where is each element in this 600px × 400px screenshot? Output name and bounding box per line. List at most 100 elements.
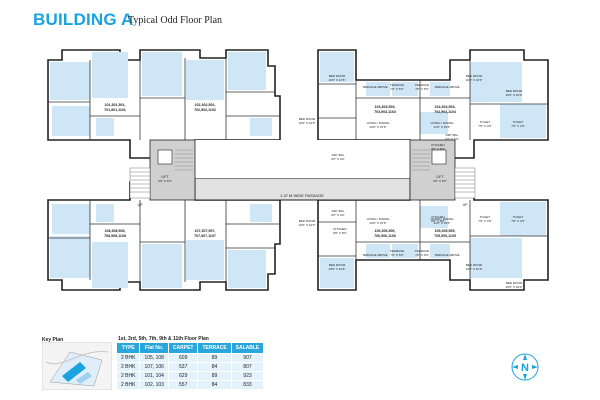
room-dim: 6'2" X 4'0"	[331, 157, 345, 161]
room-label-dry-bal: DRY BAL	[332, 153, 345, 157]
room-label-bed-room: BED ROOM	[506, 281, 523, 285]
table-cell: 609	[167, 353, 199, 363]
room-dim: 10'0" X 10'6"	[466, 78, 483, 82]
table-cell: 557	[167, 380, 199, 390]
room-fills	[50, 52, 546, 288]
room-dim: 7'0" X 4'6"	[478, 124, 492, 128]
table-cell: 833	[230, 380, 265, 390]
flat-label: 707,907,1107	[194, 234, 216, 238]
room-label-bed-room: BED ROOM	[329, 74, 346, 78]
room-label-bed-room: BED ROOM	[466, 263, 483, 267]
col-header: TYPE	[115, 342, 141, 354]
room-label-dry-bal: DRY BAL	[446, 133, 459, 137]
table-cell: 537	[167, 362, 199, 372]
flat-labels: 101,301,501, 701,901,1101 102,302,502, 7…	[104, 103, 456, 238]
room-label-toilet: TOILET	[513, 215, 524, 219]
lift-label-right: LIFT	[436, 175, 444, 179]
room-label-terrace: TERRACE	[415, 249, 429, 253]
col-header: TERRACE	[197, 342, 232, 354]
room-dim: 7'0" X 6'6"	[415, 87, 429, 91]
table-cell: 107, 106	[139, 362, 169, 372]
table-row: 2 BHK 105, 108 609 89 907	[115, 353, 265, 363]
room-label-bed-room: BED ROOM	[506, 89, 523, 93]
room-dim: 7'0" X 4'6"	[511, 124, 525, 128]
room-label-kitchen: KITCHEN	[431, 143, 444, 147]
table-row: 2 BHK 102, 103 557 84 833	[115, 380, 265, 390]
left-stair	[129, 167, 151, 199]
lift-dim-right: 6'0" X 6'0"	[433, 179, 447, 183]
table-cell: 105, 108	[139, 353, 169, 363]
flat-label: 701,901,1101	[104, 108, 126, 112]
room-label-terrace: TERRACE ABOVE	[434, 85, 459, 89]
room-label-terrace: TERRACE	[390, 83, 404, 87]
room-dim: 10'0" X 10'0"	[506, 93, 523, 97]
table-header-row: TYPE Flat No. CARPET TERRACE SALABLE	[115, 342, 265, 354]
room-label-living: LIVING / DINING	[367, 217, 391, 221]
room-label-terrace: TERRACE	[390, 249, 404, 253]
room-label-bed-room: BED ROOM	[299, 117, 316, 121]
room-dim: 10'0" X 10'6"	[466, 267, 483, 271]
lift-label-left: LIFT	[161, 175, 169, 179]
table-cell: 629	[167, 371, 199, 381]
table-cell: 84	[197, 380, 232, 390]
room-label-bed-room: BED ROOM	[299, 219, 316, 223]
flat-label: 105,305,505,	[435, 229, 456, 233]
table-cell: 2 BHK	[115, 371, 141, 381]
right-stair	[454, 167, 476, 199]
plan-subtitle: Typical Odd Floor Plan	[128, 15, 223, 26]
room-dim: 11'0" X 15'6"	[434, 125, 451, 129]
flat-label: 103,303,503,	[375, 105, 396, 109]
lift-dim-left: 6'0" X 6'0"	[158, 179, 172, 183]
room-label-living: LIVING / DINING	[367, 121, 391, 125]
north-compass-icon: N	[511, 353, 539, 381]
room-dim: 10'0" X 10'6"	[329, 78, 346, 82]
table-cell: 2 BHK	[115, 380, 141, 390]
room-dim: 7'0" X 6'6"	[390, 87, 404, 91]
flat-label: 101,301,501,	[105, 103, 126, 107]
table-cell: 89	[197, 371, 232, 381]
room-label-toilet: TOILET	[513, 120, 524, 124]
area-table: TYPE Flat No. CARPET TERRACE SALABLE 2 B…	[115, 342, 265, 390]
room-label-terrace: TERRACE ABOVE	[362, 253, 387, 257]
table-row: 2 BHK 107, 106 537 84 807	[115, 362, 265, 372]
room-label-bed-room: BED ROOM	[466, 74, 483, 78]
table-cell: 89	[197, 353, 232, 363]
col-header: CARPET	[167, 342, 199, 354]
floor-plan: 1.37 M WIDE PASSAGE LIFT 6'0" X 6'0" LIF…	[47, 49, 549, 291]
table-cell: 101, 104	[139, 371, 169, 381]
table-cell: 807	[230, 362, 265, 372]
room-dim: 7'0" X 4'6"	[511, 219, 525, 223]
interior-walls	[48, 58, 548, 282]
room-labels: BED ROOM 10'0" X 10'6" BED ROOM 10'0" X …	[299, 74, 525, 289]
room-label-dry-bal: DRY BAL	[332, 209, 345, 213]
flat-label: 708,908,1108	[104, 234, 126, 238]
room-dim: 10'0" X 15'6"	[370, 221, 387, 225]
flat-label: 705,905,1105	[434, 234, 456, 238]
flat-label: 703,903,1103	[374, 110, 396, 114]
building-title: BUILDING A	[33, 10, 134, 29]
flat-label: 702,902,1102	[194, 108, 216, 112]
room-dim: 6'2" X 4'0"	[445, 137, 459, 141]
table-cell: 2 BHK	[115, 362, 141, 372]
table-row: 2 BHK 101, 104 629 89 923	[115, 371, 265, 381]
table-cell: 84	[197, 362, 232, 372]
passage-top	[195, 140, 410, 178]
left-core	[149, 139, 196, 201]
up-label-right: UP	[463, 203, 469, 207]
room-dim: 10'0" X 15'6"	[370, 125, 387, 129]
room-dim: 10'0" X 10'6"	[299, 121, 316, 125]
room-dim: 10'0" X 10'6"	[299, 223, 316, 227]
room-dim: 8'0" X 8'0"	[333, 231, 347, 235]
room-label-kitchen: KITCHEN	[431, 215, 444, 219]
room-label-terrace: TERRACE ABOVE	[434, 253, 459, 257]
col-header: Flat No.	[139, 342, 169, 354]
room-dim: 11'0" X 15'6"	[434, 221, 451, 225]
flat-label: 108,308,508,	[105, 229, 126, 233]
room-label-terrace: TERRACE ABOVE	[362, 85, 387, 89]
right-core	[409, 139, 456, 201]
room-label-kitchen: KITCHEN	[333, 227, 346, 231]
key-plan-label: Key Plan	[42, 337, 64, 343]
room-dim: 8'0" X 8'0"	[431, 219, 445, 223]
room-label-terrace: TERRACE	[415, 83, 429, 87]
room-label-bed-room: BED ROOM	[329, 263, 346, 267]
